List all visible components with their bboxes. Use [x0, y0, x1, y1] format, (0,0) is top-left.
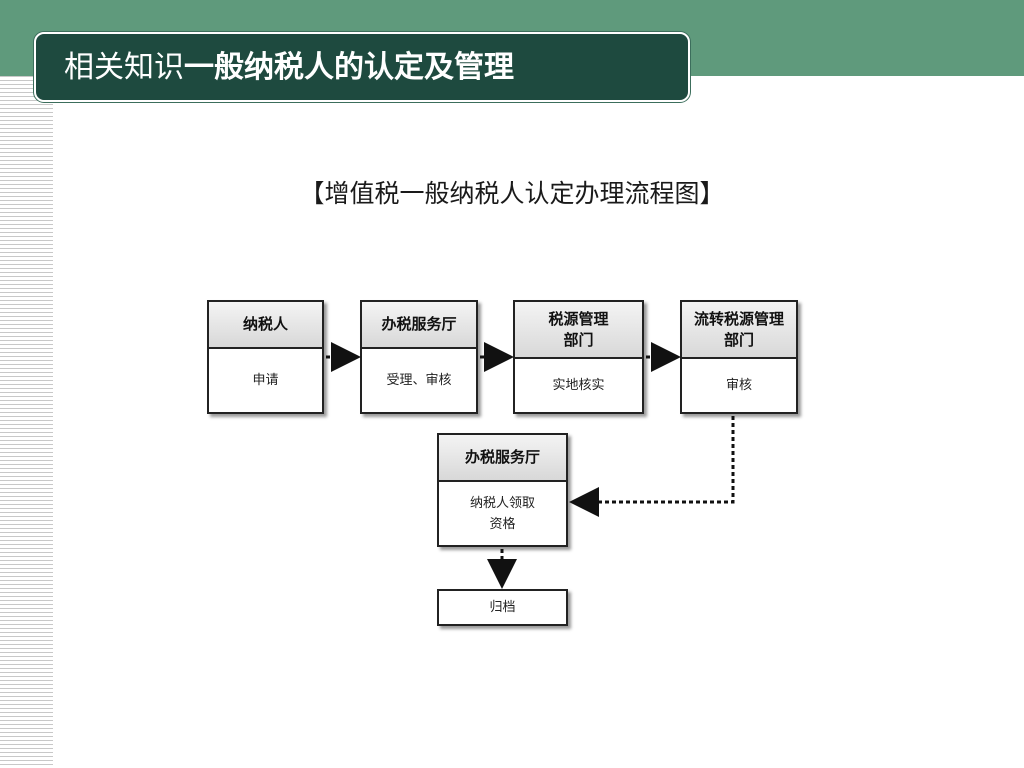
node-turnover-tax-dept: 流转税源管理部门 审核	[680, 300, 798, 414]
title-prefix: 相关知识	[64, 50, 184, 85]
left-stripe-decoration	[0, 76, 53, 768]
node-body: 审核	[725, 378, 752, 393]
node-header: 流转税源管理部门	[682, 302, 796, 359]
node-header: 办税服务厅	[362, 302, 476, 349]
node-tax-hall-issue: 办税服务厅 纳税人领取资格	[437, 433, 568, 547]
diagram-heading: 【增值税一般纳税人认定办理流程图】	[299, 179, 725, 208]
node-tax-hall: 办税服务厅 受理、审核	[360, 300, 478, 414]
page-title: 相关知识一般纳税人的认定及管理	[64, 48, 514, 88]
node-body: 实地核实	[552, 378, 605, 393]
title-bar: 相关知识一般纳税人的认定及管理	[34, 32, 690, 102]
node-body: 归档	[489, 600, 516, 615]
title-main: 一般纳税人的认定及管理	[184, 50, 514, 85]
node-body: 申请	[252, 373, 279, 388]
node-header: 纳税人	[209, 302, 322, 349]
node-archive: 归档	[437, 589, 568, 626]
node-tax-source-dept: 税源管理部门 实地核实	[513, 300, 644, 414]
node-taxpayer: 纳税人 申请	[207, 300, 324, 414]
node-body: 纳税人领取资格	[469, 495, 535, 532]
node-header: 税源管理部门	[515, 302, 642, 359]
edge-n4-n5	[569, 416, 735, 517]
node-header: 办税服务厅	[439, 435, 566, 482]
node-body: 受理、审核	[386, 373, 452, 388]
